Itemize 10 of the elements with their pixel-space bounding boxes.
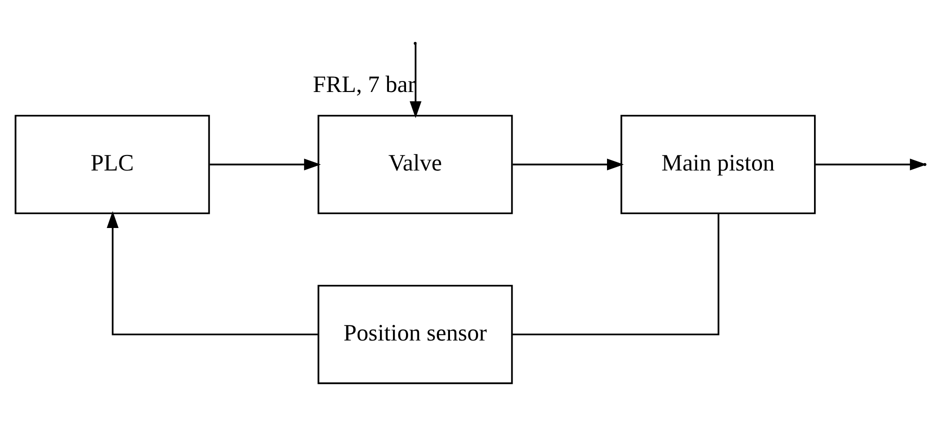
node-box: PLC: [14, 114, 210, 214]
arrow: [106, 211, 318, 336]
node-box: Valve: [318, 114, 513, 214]
arrow: [512, 158, 624, 170]
arrow: [410, 44, 422, 118]
edge-label: FRL, 7 bar: [312, 72, 416, 98]
node-box: Main piston: [620, 114, 816, 214]
node-box: Position sensor: [318, 284, 513, 384]
arrow: [210, 158, 321, 170]
connector: [512, 214, 720, 336]
